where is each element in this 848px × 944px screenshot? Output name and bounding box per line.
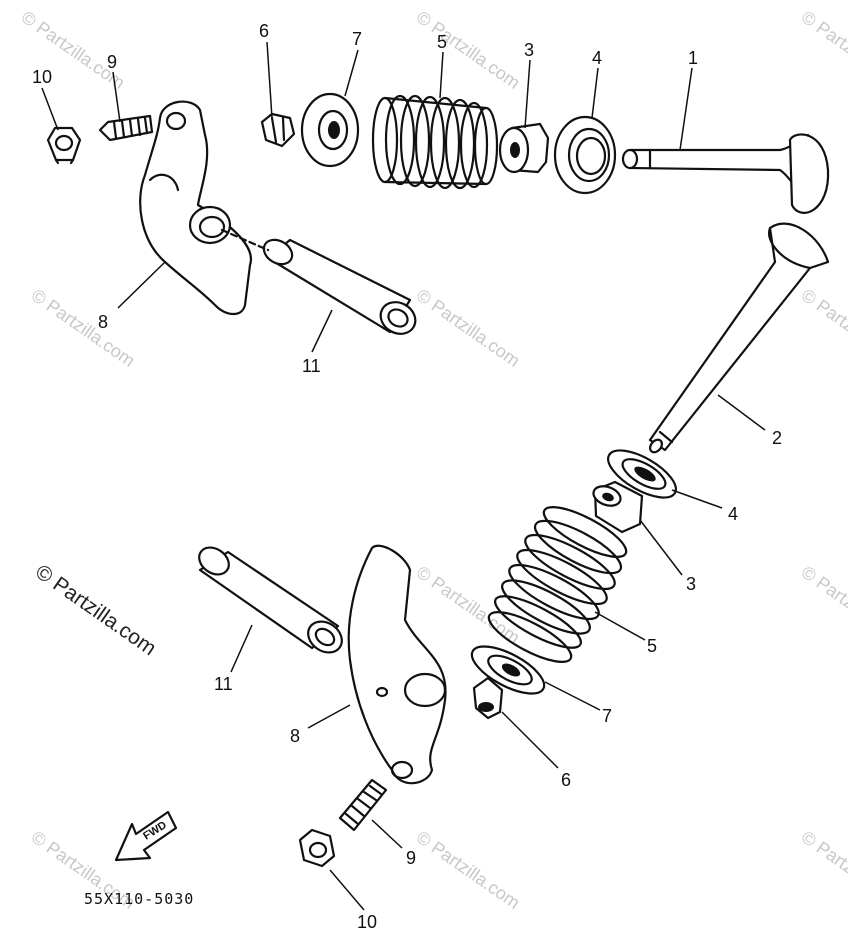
part-oil-seal-bottom <box>592 480 644 534</box>
part-rocker-arm-top <box>139 100 252 316</box>
drawing-code: 55X110-5030 <box>84 890 194 908</box>
part-rocker-shaft-top <box>220 228 417 335</box>
callout-5-bottom: 5 <box>647 636 657 656</box>
part-valve-spring-top <box>371 94 499 190</box>
watermark-text: © Partzilla.com <box>413 562 524 648</box>
watermark-main: © Partzilla.com <box>31 560 160 660</box>
callout-8-top: 8 <box>98 312 108 332</box>
callout-8-bottom: 8 <box>290 726 300 746</box>
part-oil-seal-top <box>498 122 550 174</box>
part-spring-seat-bottom <box>470 645 546 695</box>
watermark-text: © Partzilla.com <box>798 285 848 371</box>
fwd-arrow-icon: FWD <box>114 810 178 862</box>
watermark-text: © Partzilla.com <box>413 827 524 913</box>
callout-numbers: 10 9 6 7 5 3 4 1 8 11 2 4 3 5 11 8 7 6 9… <box>32 21 782 932</box>
part-rocker-shaft-bottom <box>198 546 343 654</box>
part-adjust-screw-bottom <box>338 778 388 832</box>
callout-5-top: 5 <box>437 32 447 52</box>
callout-4-top: 4 <box>592 48 602 68</box>
watermark-text: © Partzilla.com <box>798 7 848 93</box>
part-spring-seat-top <box>300 92 360 168</box>
callout-7-bottom: 7 <box>602 706 612 726</box>
part-valve-bottom <box>648 222 830 454</box>
watermark-group: © Partzilla.com © Partzilla.com © Partzi… <box>18 7 848 913</box>
part-nut-top <box>46 126 82 165</box>
callout-1-top: 1 <box>688 48 698 68</box>
watermark-text: © Partzilla.com <box>413 285 524 371</box>
callout-11-bottom: 11 <box>214 674 233 694</box>
part-rocker-arm-bottom <box>347 544 447 785</box>
callout-10-top: 10 <box>32 67 52 87</box>
watermark-text: © Partzilla.com <box>798 827 848 913</box>
part-valve-spring-bottom <box>487 506 628 663</box>
callout-10-bottom: 10 <box>357 912 377 932</box>
callout-9-bottom: 9 <box>406 848 416 868</box>
callout-3-top: 3 <box>524 40 534 60</box>
part-nut-bottom <box>298 828 336 868</box>
part-valve-cotter-top <box>260 112 296 148</box>
callout-2-bottom: 2 <box>772 428 782 448</box>
part-lower-spring-seat-top <box>553 115 617 195</box>
callout-7-top: 7 <box>352 29 362 49</box>
callout-6-bottom: 6 <box>561 770 571 790</box>
part-lower-spring-seat-bottom <box>607 449 677 499</box>
watermark-text: © Partzilla.com <box>413 7 524 93</box>
callout-9-top: 9 <box>107 52 117 72</box>
part-adjust-screw-top <box>98 114 154 142</box>
callout-6-top: 6 <box>259 21 269 41</box>
callout-3-bottom: 3 <box>686 574 696 594</box>
leader-lines <box>41 41 766 911</box>
part-valve-top <box>621 133 830 214</box>
watermark-text: © Partzilla.com <box>798 562 848 648</box>
part-valve-cotter-bottom <box>472 676 504 720</box>
callout-11-top: 11 <box>302 356 321 376</box>
callout-4-bottom: 4 <box>728 504 738 524</box>
watermark-text: © Partzilla.com <box>28 285 139 371</box>
